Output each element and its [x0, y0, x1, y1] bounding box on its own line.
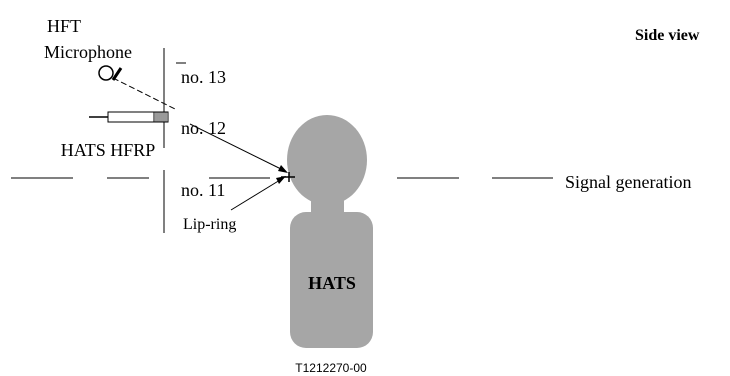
position-13-label: no. 13 — [181, 67, 226, 87]
lip-ring-pointer-line — [230, 179, 281, 211]
hfrp-probe-icon — [89, 111, 169, 123]
arrowhead — [278, 165, 288, 173]
position-12-label: no. 12 — [181, 118, 226, 138]
mic-to-position-line — [112, 77, 178, 111]
hats-mannequin — [287, 115, 373, 348]
microphone-label-line2: Microphone — [44, 42, 132, 62]
figure-id: T1212270-00 — [295, 361, 367, 375]
microphone-label-line1: HFT — [47, 16, 81, 36]
lip-ring-label: Lip-ring — [183, 216, 236, 233]
hats-label: HATS — [308, 273, 356, 293]
hfrp-label: HATS HFRP — [61, 140, 156, 160]
position-11-label: no. 11 — [181, 180, 225, 200]
signal-generation-label: Signal generation — [565, 172, 691, 192]
microphone-icon — [98, 65, 123, 81]
arrowhead — [276, 176, 286, 184]
side-view-label: Side view — [635, 27, 700, 44]
position-12-line — [189, 123, 284, 171]
